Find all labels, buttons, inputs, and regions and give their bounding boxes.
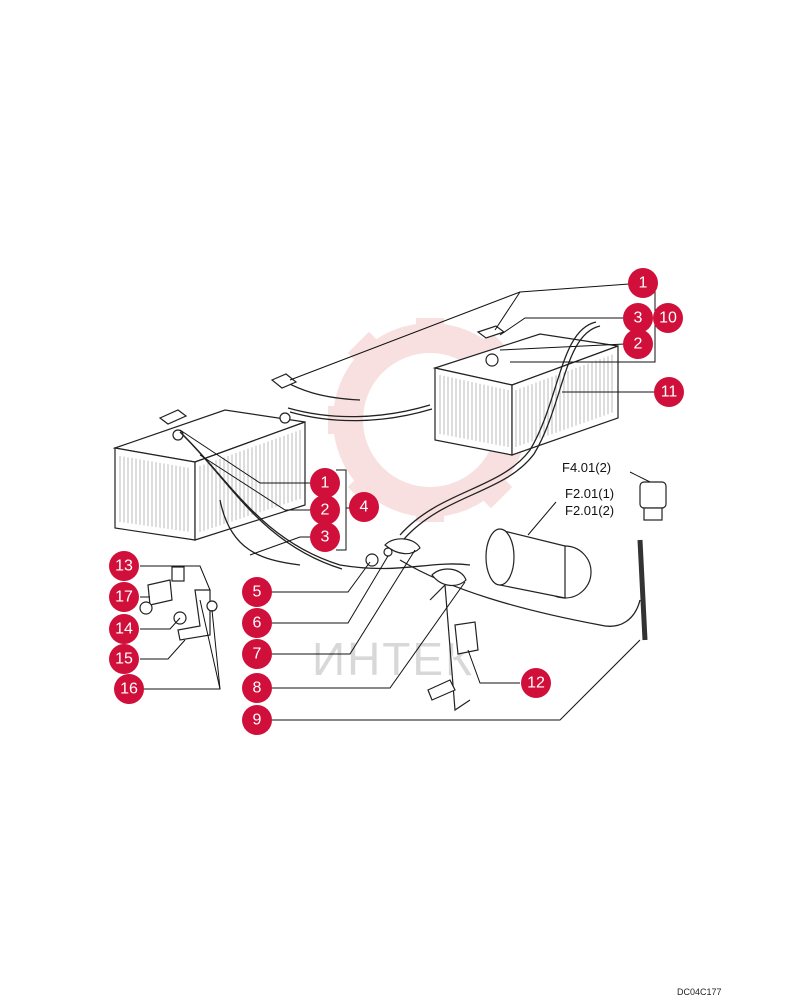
callout-circle (310, 495, 340, 525)
callout-7[interactable]: 7 (242, 639, 272, 669)
terminal-cap-icon (476, 325, 506, 339)
callout-4[interactable]: 4 (349, 492, 379, 522)
callout-circle (521, 668, 551, 698)
callout-3[interactable]: 3 (310, 522, 340, 552)
reference-label-f4: F4.01(2) (562, 460, 611, 475)
callout-5[interactable]: 5 (242, 577, 272, 607)
callout-number: 9 (253, 712, 262, 729)
callout-1[interactable]: 1 (628, 268, 658, 298)
callout-number: 1 (639, 275, 648, 292)
callout-number: 6 (253, 615, 262, 632)
relay-switch[interactable] (639, 481, 667, 521)
battery-terminal-icon (279, 412, 291, 424)
callout-number: 14 (115, 621, 133, 638)
callout-number: 5 (253, 584, 262, 601)
terminal-cap-icon (270, 373, 298, 389)
callout-circle (242, 639, 272, 669)
battery-left[interactable] (112, 409, 306, 541)
callout-number: 4 (360, 499, 369, 516)
leader-lines (140, 282, 656, 721)
callout-2[interactable]: 2 (623, 329, 653, 359)
battery-right[interactable] (432, 325, 619, 456)
callout-circle (242, 673, 272, 703)
callout-number: 16 (120, 681, 138, 698)
callout-13[interactable]: 13 (109, 551, 139, 581)
bracket-parts-left[interactable] (139, 547, 393, 641)
battery-terminal-icon (485, 353, 499, 367)
callout-circle (109, 582, 139, 612)
callout-16[interactable]: 16 (114, 674, 144, 704)
callout-number: 7 (253, 646, 262, 663)
callout-number: 11 (661, 384, 678, 401)
callout-circle (109, 551, 139, 581)
callout-circle (242, 577, 272, 607)
callout-circle (654, 377, 684, 407)
callout-6[interactable]: 6 (242, 608, 272, 638)
callout-2[interactable]: 2 (310, 495, 340, 525)
callout-number: 13 (115, 558, 133, 575)
callout-number: 17 (115, 589, 133, 606)
callout-10[interactable]: 10 (653, 303, 683, 333)
callout-number: 1 (321, 475, 330, 492)
callout-circle (242, 608, 272, 638)
callout-circle (310, 468, 340, 498)
cables (179, 321, 648, 641)
callout-number: 10 (659, 310, 677, 327)
callout-circle (310, 522, 340, 552)
watermark-text: ИНТЕК (312, 633, 474, 685)
drawing-code: DC04C177 (677, 987, 722, 997)
callout-number: 3 (634, 310, 643, 327)
reference-label-f2-1: F2.01(1) (565, 486, 614, 501)
callout-number: 15 (115, 651, 133, 668)
callout-circle (623, 329, 653, 359)
callout-1[interactable]: 1 (310, 468, 340, 498)
callout-11[interactable]: 11 (654, 377, 684, 407)
callout-12[interactable]: 12 (521, 668, 551, 698)
callout-number: 2 (634, 336, 643, 353)
callout-17[interactable]: 17 (109, 582, 139, 612)
callout-circle (623, 303, 653, 333)
terminal-cap-icon (158, 409, 188, 425)
callout-3[interactable]: 3 (623, 303, 653, 333)
callout-circle (349, 492, 379, 522)
starter-motor[interactable] (485, 528, 592, 599)
callout-circle (653, 303, 683, 333)
reference-label-f2-2: F2.01(2) (565, 503, 614, 518)
callout-circle (114, 674, 144, 704)
callout-number: 12 (527, 675, 545, 692)
callout-circle (242, 705, 272, 735)
callout-number: 8 (253, 680, 262, 697)
callout-circle (628, 268, 658, 298)
callout-number: 2 (321, 502, 330, 519)
cable-bracket[interactable] (384, 538, 479, 712)
callout-8[interactable]: 8 (242, 673, 272, 703)
callout-14[interactable]: 14 (109, 614, 139, 644)
callout-15[interactable]: 15 (109, 644, 139, 674)
callout-circle (109, 644, 139, 674)
callout-9[interactable]: 9 (242, 705, 272, 735)
callout-number: 3 (321, 529, 330, 546)
callout-circle (109, 614, 139, 644)
